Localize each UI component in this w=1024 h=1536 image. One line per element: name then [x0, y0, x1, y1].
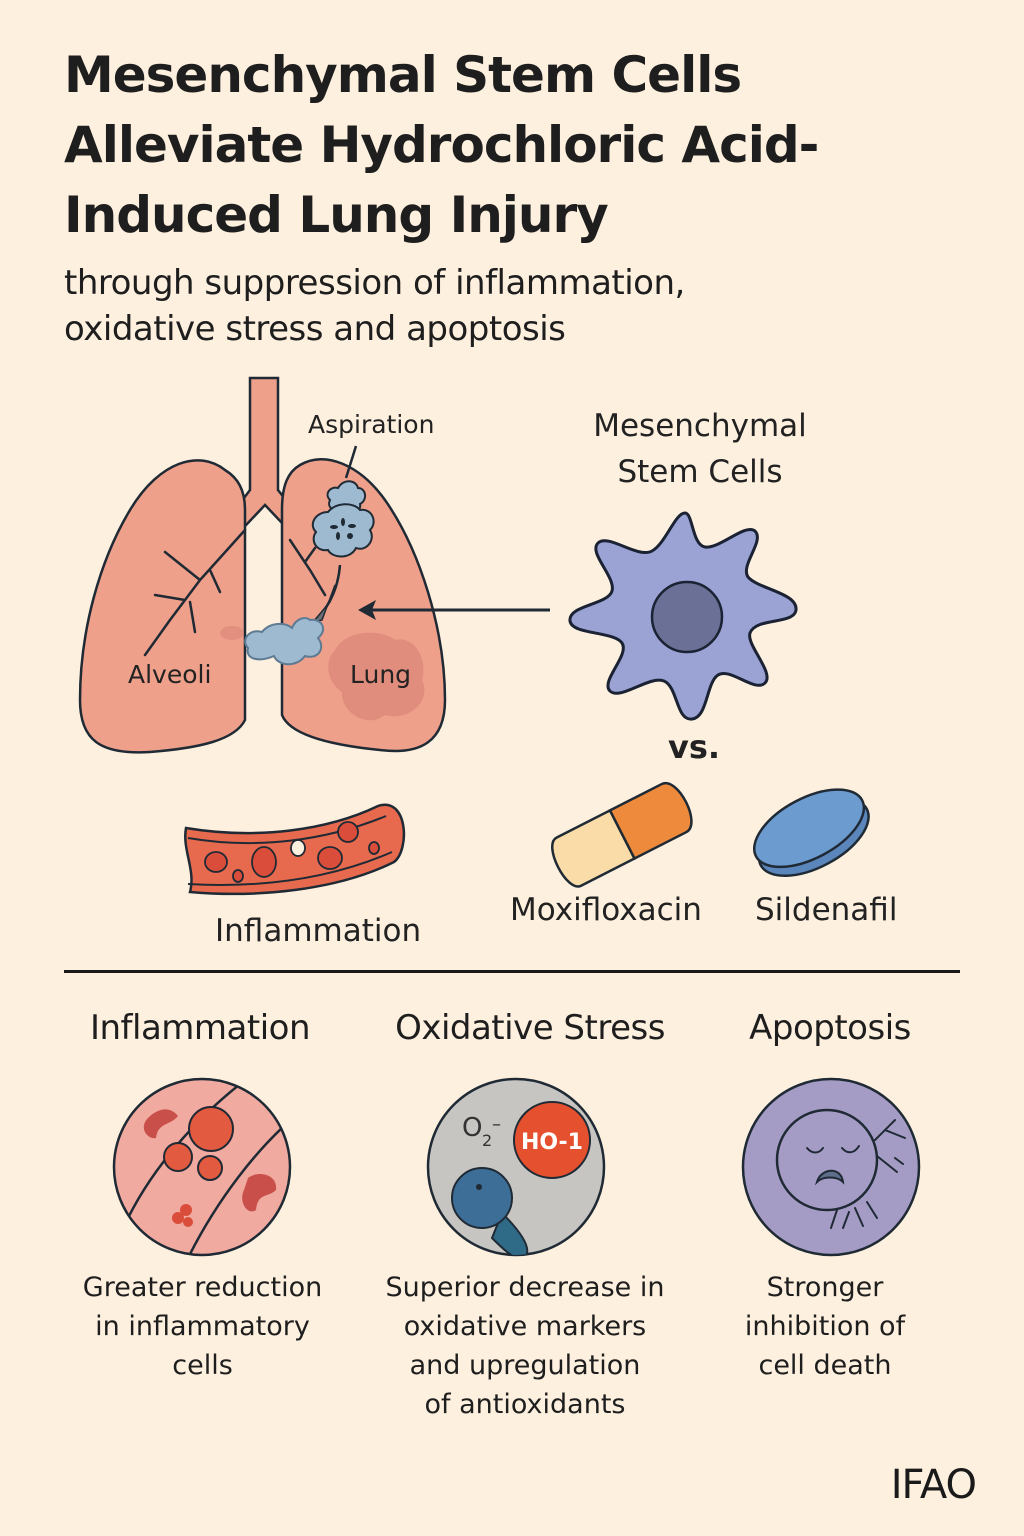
- msc-label-line-2: Stem Cells: [617, 454, 783, 490]
- molecule-tail: [490, 1211, 529, 1255]
- vs-label: vs.: [668, 728, 721, 766]
- aspiration-pointer: [344, 445, 358, 479]
- left-bronchi: [143, 528, 247, 657]
- title-line-2: Alleviate Hydrochloric Acid-: [64, 116, 819, 174]
- section-divider: [64, 970, 960, 973]
- ho1-badge: [513, 1101, 591, 1179]
- description-line: and upregulation: [409, 1350, 641, 1381]
- description-line: in inflammatory: [95, 1311, 310, 1342]
- left-lung-shape: [78, 459, 247, 754]
- description-line: Greater reduction: [82, 1272, 323, 1303]
- msc-label-line-1: Mesenchymal: [593, 408, 807, 444]
- ifao-logo: IFAO: [890, 1462, 977, 1508]
- ho1-text: HO-1: [521, 1130, 583, 1155]
- blood-vessel-icon: [184, 803, 406, 896]
- effect-description-oxidative-stress: Superior decrease in oxidative markers a…: [370, 1268, 680, 1424]
- sad-mouth: [814, 1169, 845, 1186]
- apoptotic-cell-icon: [741, 1077, 921, 1257]
- effect-description-inflammation: Greater reduction in inflammatory cells: [60, 1268, 345, 1385]
- description-line: Stronger: [766, 1272, 884, 1303]
- title-line-3: Induced Lung Injury: [64, 186, 609, 244]
- effect-heading-inflammation: Inflammation: [89, 1008, 311, 1048]
- blood-cells: [204, 821, 380, 883]
- description-line: Superior decrease in: [385, 1272, 665, 1303]
- lung-lesion: [328, 632, 425, 721]
- right-bronchi: [288, 538, 327, 597]
- description-line: cells: [172, 1350, 233, 1381]
- stem-cell-arrowhead: [358, 600, 376, 620]
- capsule-icon: [551, 781, 693, 888]
- description-line: cell death: [758, 1350, 892, 1381]
- vessel-lumen-lines: [187, 815, 393, 886]
- oxidative-stress-icon: HO-1 O 2 –: [426, 1077, 606, 1257]
- cluster-dots: [330, 518, 356, 540]
- subtitle-line-2: oxidative stress and apoptosis: [64, 309, 566, 349]
- effect-heading-oxidative-stress: Oxidative Stress: [395, 1008, 665, 1048]
- dying-cell: [775, 1108, 879, 1212]
- capsule-cream-half: [551, 808, 637, 888]
- description-line: oxidative markers: [403, 1311, 647, 1342]
- closed-eyes: [806, 1145, 860, 1154]
- effect-description-apoptosis: Stronger inhibition of cell death: [720, 1268, 930, 1385]
- alveoli-lesion: [220, 626, 244, 640]
- title-line-1: Mesenchymal Stem Cells: [64, 46, 742, 104]
- apoptosis-circle-bg: [741, 1077, 921, 1257]
- vessel-label: Inflammation: [215, 913, 422, 949]
- aspiration-label: Aspiration: [308, 410, 435, 439]
- page-title: Mesenchymal Stem Cells Alleviate Hydroch…: [64, 40, 964, 250]
- tablet-icon: [752, 788, 870, 877]
- tablet-face: [752, 788, 866, 869]
- description-line: of antioxidants: [424, 1389, 626, 1420]
- molecule-head: [451, 1167, 513, 1229]
- inflamed-tissue-icon: [112, 1077, 292, 1257]
- stem-cell-nucleus: [650, 580, 724, 654]
- sildenafil-label: Sildenafil: [755, 892, 898, 928]
- aspiration-cluster: [311, 503, 375, 558]
- cell-fragments: [830, 1119, 906, 1229]
- tissue-damage-1: [143, 1109, 178, 1139]
- inflammatory-cells: [163, 1106, 234, 1181]
- o2-charge: –: [492, 1114, 501, 1135]
- lungs-icon: [78, 376, 550, 754]
- effect-heading-apoptosis: Apoptosis: [749, 1008, 911, 1048]
- lung-label: Lung: [350, 660, 412, 689]
- subtitle-line-1: through suppression of inflammation,: [64, 263, 685, 303]
- alveoli-label: Alveoli: [128, 660, 212, 689]
- msc-label: Mesenchymal Stem Cells: [540, 403, 860, 495]
- tissue-damage-2: [242, 1174, 277, 1212]
- capsule-orange-half: [608, 781, 693, 861]
- page-subtitle: through suppression of inflammation, oxi…: [64, 260, 964, 352]
- moxifloxacin-label: Moxifloxacin: [510, 892, 702, 928]
- o2-subscript: 2: [482, 1131, 492, 1150]
- o2-text: O: [462, 1113, 482, 1143]
- aspirate-blob: [244, 617, 325, 666]
- stem-cell-icon: [568, 511, 798, 721]
- description-line: inhibition of: [744, 1311, 906, 1342]
